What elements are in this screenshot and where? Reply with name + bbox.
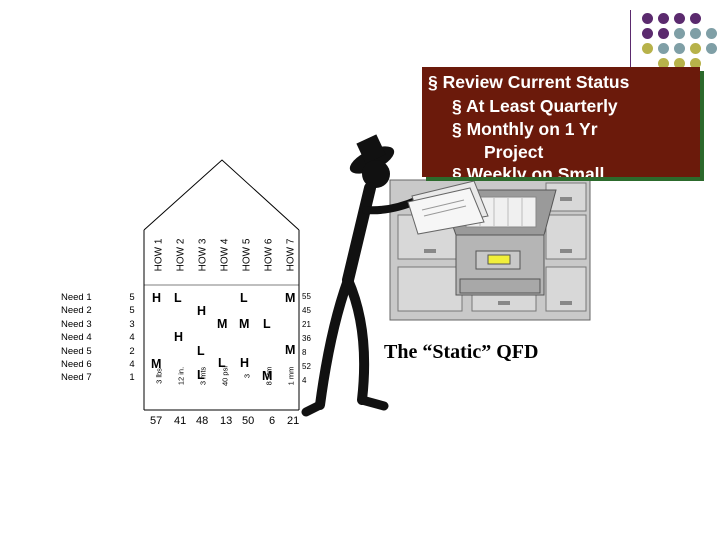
matrix-cell: H bbox=[197, 304, 207, 318]
matrix-cell: L bbox=[240, 291, 248, 305]
need-item: Need 1 bbox=[61, 292, 92, 303]
dot bbox=[642, 13, 653, 24]
weight-value: 4 bbox=[129, 359, 135, 371]
weight-value: 4 bbox=[129, 332, 135, 344]
dot bbox=[674, 28, 685, 39]
dot bbox=[642, 28, 653, 39]
row-score: 52 bbox=[302, 362, 311, 371]
dot bbox=[690, 13, 701, 24]
how-header: HOW 4 bbox=[219, 238, 231, 272]
row-score: 21 bbox=[302, 320, 311, 329]
matrix-cell: M bbox=[217, 317, 228, 331]
decorative-dots bbox=[0, 0, 720, 70]
matrix-cell: L bbox=[197, 344, 205, 358]
matrix-cell: M bbox=[285, 291, 296, 305]
status-callout: § Review Current Status § At Least Quart… bbox=[422, 67, 700, 177]
how-header: HOW 6 bbox=[263, 238, 275, 272]
document-icon bbox=[407, 180, 489, 235]
weight-value: 5 bbox=[129, 305, 135, 317]
bullet-line: § Weekly on Small bbox=[452, 164, 605, 177]
need-item: Need 7 bbox=[61, 372, 92, 384]
bullet-line: § Monthly on 1 Yr bbox=[452, 119, 598, 139]
need-item: Need 3 bbox=[61, 318, 92, 330]
dot bbox=[658, 43, 669, 54]
importance-value: 57 bbox=[150, 415, 163, 427]
how-header: HOW 1 bbox=[153, 238, 165, 272]
needs-list: Need 1 Need 2 Need 3 Need 4 Need 5 Need … bbox=[61, 291, 92, 385]
dot bbox=[658, 28, 669, 39]
dot bbox=[674, 58, 685, 69]
matrix-cell: M bbox=[285, 343, 296, 357]
target-value: 3 lbs bbox=[154, 368, 164, 384]
matrix-cell: H bbox=[152, 291, 162, 305]
dot bbox=[706, 43, 717, 54]
target-value: 40 psi bbox=[220, 365, 230, 387]
target-value: 12 in. bbox=[176, 366, 186, 386]
dot bbox=[706, 28, 717, 39]
dot bbox=[690, 43, 701, 54]
target-value: 3 bbox=[242, 373, 252, 379]
dot bbox=[690, 28, 701, 39]
row-score: 36 bbox=[302, 334, 311, 343]
target-value: 8 atm bbox=[264, 366, 274, 386]
importance-value: 41 bbox=[174, 415, 187, 427]
row-score: 4 bbox=[302, 376, 307, 385]
row-score: 45 bbox=[302, 306, 311, 315]
how-header: HOW 3 bbox=[197, 238, 209, 272]
matrix-cell: M bbox=[239, 317, 250, 331]
bullet-line: § At Least Quarterly bbox=[452, 96, 618, 116]
need-item: Need 6 bbox=[61, 359, 92, 371]
how-header: HOW 2 bbox=[175, 238, 187, 272]
bullet-line-continuation: Project bbox=[484, 142, 544, 162]
stick-figure-icon bbox=[301, 134, 422, 417]
weight-value: 1 bbox=[129, 372, 135, 384]
dot bbox=[658, 13, 669, 24]
matrix-cell: H bbox=[174, 330, 184, 344]
divider bbox=[630, 10, 631, 70]
dot bbox=[674, 43, 685, 54]
importance-value: 21 bbox=[287, 415, 300, 427]
row-score: 55 bbox=[302, 292, 311, 301]
need-item: Need 4 bbox=[61, 332, 92, 344]
weight-value: 3 bbox=[129, 318, 135, 330]
matrix-cell: L bbox=[197, 368, 205, 382]
target-value: 1 mm bbox=[286, 366, 296, 386]
how-header: HOW 5 bbox=[241, 238, 253, 272]
matrix-cell: L bbox=[263, 317, 271, 331]
row-score: 8 bbox=[302, 348, 307, 357]
dot bbox=[658, 58, 669, 69]
importance-value: 13 bbox=[220, 415, 233, 427]
matrix-cell: L bbox=[174, 291, 182, 305]
dot bbox=[642, 43, 653, 54]
importance-value: 6 bbox=[269, 415, 276, 427]
dot bbox=[690, 58, 701, 69]
dot bbox=[674, 13, 685, 24]
target-value: 3 mts bbox=[198, 366, 208, 386]
need-item: Need 5 bbox=[61, 345, 92, 357]
matrix-cell: M bbox=[151, 357, 162, 371]
matrix-cell: L bbox=[218, 356, 226, 370]
weight-value: 2 bbox=[129, 345, 135, 357]
matrix-cell: H bbox=[240, 356, 250, 370]
how-header: HOW 7 bbox=[285, 238, 297, 272]
weight-value: 5 bbox=[129, 292, 135, 303]
need-item: Need 2 bbox=[61, 305, 92, 317]
bullet-line: § Review Current Status bbox=[428, 72, 630, 92]
importance-value: 50 bbox=[242, 415, 255, 427]
slide-caption: The “Static” QFD bbox=[384, 341, 539, 363]
importance-value: 48 bbox=[196, 415, 209, 427]
weights-list: 5 5 3 4 2 4 1 bbox=[126, 291, 138, 385]
matrix-cell: M bbox=[262, 369, 273, 383]
